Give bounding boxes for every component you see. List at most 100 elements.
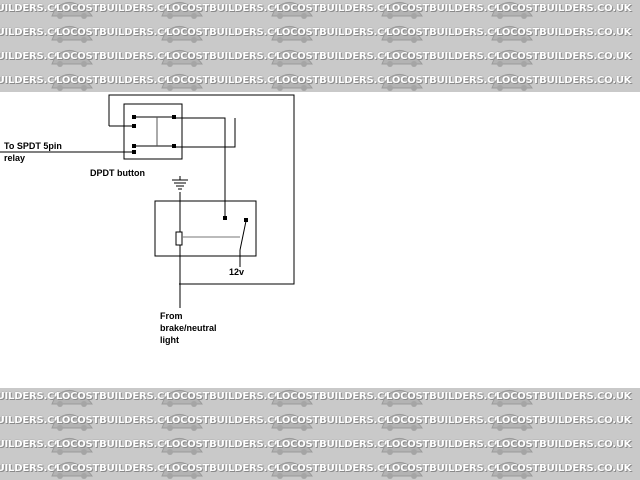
from-light-label: From brake/neutral light bbox=[160, 311, 217, 345]
watermark-tile: LOCOSTBUILDERS.CO.UK bbox=[160, 0, 302, 22]
watermark-tile: LOCOSTBUILDERS.CO.UK bbox=[380, 388, 522, 410]
watermark-text: LOCOSTBUILDERS.CO.UK bbox=[386, 415, 522, 426]
switch-terminal-6 bbox=[132, 150, 136, 154]
watermark-tile: LOCOSTBUILDERS.CO.UK bbox=[160, 68, 302, 92]
watermark-text: LOCOSTBUILDERS.CO.UK bbox=[166, 51, 302, 62]
watermark-tile: LOCOSTBUILDERS.CO.UK bbox=[490, 432, 632, 458]
watermark-tile: LOCOSTBUILDERS.CO.UK bbox=[160, 20, 302, 46]
watermark-text: LOCOSTBUILDERS.CO.UK bbox=[276, 51, 412, 62]
watermark-tile: LOCOSTBUILDERS.CO.UK bbox=[490, 0, 632, 22]
watermark-text: LOCOSTBUILDERS.CO.UK bbox=[0, 415, 82, 426]
car-logo-icon bbox=[491, 26, 533, 43]
watermark-text: LOCOSTBUILDERS.CO.UK bbox=[56, 415, 192, 426]
car-logo-icon bbox=[491, 74, 533, 91]
watermark-text: LOCOSTBUILDERS.CO.UK bbox=[276, 439, 412, 450]
car-logo-icon bbox=[51, 438, 93, 455]
watermark-tile: LOCOSTBUILDERS.CO.UK bbox=[270, 432, 412, 458]
car-logo-icon bbox=[491, 50, 533, 67]
watermark-tile: LOCOSTBUILDERS.CO.UK bbox=[50, 20, 192, 46]
watermark-text: LOCOSTBUILDERS.CO.UK bbox=[166, 439, 302, 450]
car-logo-icon bbox=[271, 26, 313, 43]
watermark-tile: LOCOSTBUILDERS.CO.UK bbox=[380, 432, 522, 458]
to-relay-label: To SPDT 5pin relay bbox=[4, 141, 62, 163]
car-logo-icon bbox=[381, 74, 423, 91]
watermark-tile: LOCOSTBUILDERS.CO.UK bbox=[380, 68, 522, 92]
watermark-text: LOCOSTBUILDERS.CO.UK bbox=[386, 3, 522, 14]
watermark-tile: LOCOSTBUILDERS.CO.UK bbox=[380, 408, 522, 434]
watermark-tile: LOCOSTBUILDERS.CO.UK bbox=[0, 20, 82, 46]
watermark-tile: LOCOSTBUILDERS.CO.UK bbox=[270, 388, 412, 410]
switch-to-relay-wire bbox=[174, 117, 226, 218]
watermark-text: LOCOSTBUILDERS.CO.UK bbox=[386, 439, 522, 450]
watermark-text: LOCOSTBUILDERS.CO.UK bbox=[166, 463, 302, 474]
watermark-tile: LOCOSTBUILDERS.CO.UK bbox=[160, 456, 302, 480]
watermark-row: LOCOSTBUILDERS.CO.UKLOCOSTBUILDERS.CO.UK… bbox=[0, 0, 640, 22]
watermark-text: LOCOSTBUILDERS.CO.UK bbox=[56, 75, 192, 86]
watermark-text: LOCOSTBUILDERS.CO.UK bbox=[0, 27, 82, 38]
car-logo-icon bbox=[491, 438, 533, 455]
car-logo-icon bbox=[271, 74, 313, 91]
relay-terminal-1 bbox=[223, 216, 227, 220]
watermark-tile: LOCOSTBUILDERS.CO.UK bbox=[0, 0, 82, 22]
car-logo-icon bbox=[51, 2, 93, 19]
watermark-text: LOCOSTBUILDERS.CO.UK bbox=[166, 75, 302, 86]
watermark-text: LOCOSTBUILDERS.CO.UK bbox=[0, 439, 82, 450]
car-logo-icon bbox=[161, 462, 203, 479]
watermark-tile: LOCOSTBUILDERS.CO.UK bbox=[270, 0, 412, 22]
watermark-text: LOCOSTBUILDERS.CO.UK bbox=[276, 3, 412, 14]
car-logo-icon bbox=[381, 50, 423, 67]
watermark-tile: LOCOSTBUILDERS.CO.UK bbox=[0, 44, 82, 70]
watermark-text: LOCOSTBUILDERS.CO.UK bbox=[56, 463, 192, 474]
relay-coil bbox=[175, 231, 183, 246]
dpdt-button-label: DPDT button bbox=[90, 168, 145, 178]
car-logo-icon bbox=[271, 390, 313, 407]
watermark-row: LOCOSTBUILDERS.CO.UKLOCOSTBUILDERS.CO.UK… bbox=[0, 20, 640, 46]
watermark-tile: LOCOSTBUILDERS.CO.UK bbox=[490, 68, 632, 92]
watermark-text: LOCOSTBUILDERS.CO.UK bbox=[386, 51, 522, 62]
watermark-tile: LOCOSTBUILDERS.CO.UK bbox=[380, 456, 522, 480]
watermark-text: LOCOSTBUILDERS.CO.UK bbox=[496, 75, 632, 86]
watermark-text: LOCOSTBUILDERS.CO.UK bbox=[496, 3, 632, 14]
watermark-tile: LOCOSTBUILDERS.CO.UK bbox=[380, 20, 522, 46]
switch-terminal-1 bbox=[132, 115, 136, 119]
car-logo-icon bbox=[491, 462, 533, 479]
watermark-text: LOCOSTBUILDERS.CO.UK bbox=[496, 51, 632, 62]
watermark-text: LOCOSTBUILDERS.CO.UK bbox=[56, 391, 192, 402]
watermark-tile: LOCOSTBUILDERS.CO.UK bbox=[270, 408, 412, 434]
car-logo-icon bbox=[381, 390, 423, 407]
watermark-text: LOCOSTBUILDERS.CO.UK bbox=[276, 391, 412, 402]
car-logo-icon bbox=[381, 438, 423, 455]
watermark-text: LOCOSTBUILDERS.CO.UK bbox=[166, 415, 302, 426]
watermark-text: LOCOSTBUILDERS.CO.UK bbox=[276, 75, 412, 86]
watermark-text: LOCOSTBUILDERS.CO.UK bbox=[276, 415, 412, 426]
watermark-text: LOCOSTBUILDERS.CO.UK bbox=[386, 27, 522, 38]
watermark-tile: LOCOSTBUILDERS.CO.UK bbox=[160, 44, 302, 70]
watermark-row: LOCOSTBUILDERS.CO.UKLOCOSTBUILDERS.CO.UK… bbox=[0, 456, 640, 480]
watermark-text: LOCOSTBUILDERS.CO.UK bbox=[386, 463, 522, 474]
watermark-tile: LOCOSTBUILDERS.CO.UK bbox=[160, 432, 302, 458]
watermark-tile: LOCOSTBUILDERS.CO.UK bbox=[490, 388, 632, 410]
watermark-row: LOCOSTBUILDERS.CO.UKLOCOSTBUILDERS.CO.UK… bbox=[0, 44, 640, 70]
car-logo-icon bbox=[161, 390, 203, 407]
watermark-row: LOCOSTBUILDERS.CO.UKLOCOSTBUILDERS.CO.UK… bbox=[0, 68, 640, 92]
switch-bottom-wire bbox=[174, 118, 236, 148]
watermark-text: LOCOSTBUILDERS.CO.UK bbox=[56, 439, 192, 450]
car-logo-icon bbox=[271, 414, 313, 431]
car-logo-icon bbox=[161, 2, 203, 19]
relay-switch-arm bbox=[239, 220, 247, 251]
watermark-text: LOCOSTBUILDERS.CO.UK bbox=[496, 463, 632, 474]
car-logo-icon bbox=[491, 2, 533, 19]
watermark-tile: LOCOSTBUILDERS.CO.UK bbox=[0, 456, 82, 480]
car-logo-icon bbox=[271, 462, 313, 479]
watermark-tile: LOCOSTBUILDERS.CO.UK bbox=[50, 456, 192, 480]
watermark-row: LOCOSTBUILDERS.CO.UKLOCOSTBUILDERS.CO.UK… bbox=[0, 408, 640, 434]
watermark-tile: LOCOSTBUILDERS.CO.UK bbox=[160, 408, 302, 434]
watermark-tile: LOCOSTBUILDERS.CO.UK bbox=[50, 408, 192, 434]
watermark-text: LOCOSTBUILDERS.CO.UK bbox=[0, 3, 82, 14]
watermark-band-bottom: LOCOSTBUILDERS.CO.UKLOCOSTBUILDERS.CO.UK… bbox=[0, 388, 640, 480]
car-logo-icon bbox=[161, 26, 203, 43]
watermark-tile: LOCOSTBUILDERS.CO.UK bbox=[50, 68, 192, 92]
watermark-tile: LOCOSTBUILDERS.CO.UK bbox=[0, 388, 82, 410]
watermark-tile: LOCOSTBUILDERS.CO.UK bbox=[50, 432, 192, 458]
watermark-tile: LOCOSTBUILDERS.CO.UK bbox=[0, 432, 82, 458]
